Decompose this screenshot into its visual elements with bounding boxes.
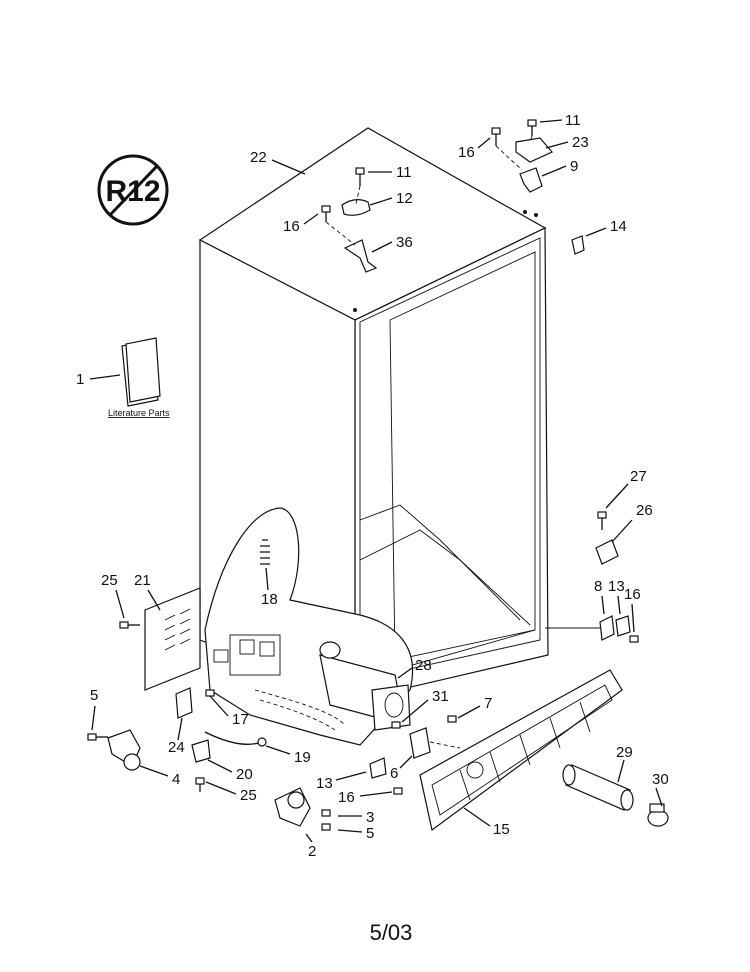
literature-booklet xyxy=(121,337,161,407)
part-8-bracket xyxy=(599,615,615,641)
part-30-cap xyxy=(647,803,669,827)
callout-16: 16 xyxy=(624,586,641,603)
callout-15: 15 xyxy=(493,821,510,838)
callout-24: 24 xyxy=(168,739,185,756)
part-29-filter xyxy=(562,764,634,811)
part-15-toe-grille xyxy=(419,669,623,832)
callout-31: 31 xyxy=(432,688,449,705)
callout-19: 19 xyxy=(294,749,311,766)
callout-3: 3 xyxy=(366,809,374,826)
part-13-bracket-b xyxy=(369,757,387,779)
callout-1: 1 xyxy=(76,371,84,388)
screw-16d xyxy=(393,787,403,795)
screw-5a xyxy=(87,733,108,741)
part-6-bracket xyxy=(409,727,431,759)
callout-25: 25 xyxy=(101,572,118,589)
no-r12-symbol-icon: R12 xyxy=(97,154,169,226)
screw-5b xyxy=(321,823,331,831)
callout-13: 13 xyxy=(608,578,625,595)
part-21-rear-panel xyxy=(144,587,201,691)
screw-17 xyxy=(205,689,215,697)
callout-28: 28 xyxy=(415,657,432,674)
callout-21: 21 xyxy=(134,572,151,589)
callout-6: 6 xyxy=(390,765,398,782)
screw-31 xyxy=(391,721,401,729)
callout-5: 5 xyxy=(90,687,98,704)
screw-16b xyxy=(491,127,501,146)
part-26-bracket xyxy=(595,539,619,565)
callout-11: 11 xyxy=(396,164,412,181)
callout-16: 16 xyxy=(283,218,300,235)
callout-4: 4 xyxy=(172,771,180,788)
callout-2: 2 xyxy=(308,843,316,860)
screw-7 xyxy=(447,715,457,723)
part-23-hinge-cover xyxy=(515,137,553,163)
callout-7: 7 xyxy=(484,695,492,712)
screw-11b xyxy=(527,119,537,136)
refrigerator-cabinet xyxy=(198,127,549,701)
callout-5: 5 xyxy=(366,825,374,842)
callout-36: 36 xyxy=(396,234,413,251)
callout-20: 20 xyxy=(236,766,253,783)
callout-25: 25 xyxy=(240,787,257,804)
screw-25a xyxy=(119,621,140,629)
part-2-roller xyxy=(274,787,311,827)
part-12-hinge-cover xyxy=(341,199,371,216)
part-24-bracket xyxy=(175,687,193,719)
callout-14: 14 xyxy=(610,218,627,235)
callout-labels: 22 11 12 16 36 11 16 23 9 14 1 27 26 8 1… xyxy=(76,112,669,860)
callout-27: 27 xyxy=(630,468,647,485)
callout-22: 22 xyxy=(250,149,267,166)
part-20-clip xyxy=(191,739,211,763)
part-14-plug xyxy=(571,235,585,255)
callout-17: 17 xyxy=(232,711,249,728)
callout-11: 11 xyxy=(565,112,581,129)
part-4-roller xyxy=(107,729,141,771)
leader-lines xyxy=(89,119,663,843)
callout-16: 16 xyxy=(338,789,355,806)
part-13-bracket-a xyxy=(615,615,631,637)
callout-13: 13 xyxy=(316,775,333,792)
callout-30: 30 xyxy=(652,771,669,788)
callout-23: 23 xyxy=(572,134,589,151)
callout-12: 12 xyxy=(396,190,413,207)
callout-26: 26 xyxy=(636,502,653,519)
screw-16c xyxy=(629,635,639,643)
callout-16: 16 xyxy=(458,144,475,161)
part-9-hinge xyxy=(519,167,543,193)
screw-27 xyxy=(597,511,607,530)
part-28-duct xyxy=(319,641,411,731)
screw-11a xyxy=(355,167,365,186)
part-36-hinge xyxy=(343,239,378,273)
screw-3 xyxy=(321,809,331,817)
date-code: 5/03 xyxy=(370,920,413,945)
part-19-tube xyxy=(204,731,267,747)
screw-25b xyxy=(195,777,205,792)
callout-29: 29 xyxy=(616,744,633,761)
literature-label: Literature Parts xyxy=(108,408,170,418)
screw-16a xyxy=(321,205,331,222)
callout-18: 18 xyxy=(261,591,278,608)
callout-9: 9 xyxy=(570,158,578,175)
callout-8: 8 xyxy=(594,578,602,595)
